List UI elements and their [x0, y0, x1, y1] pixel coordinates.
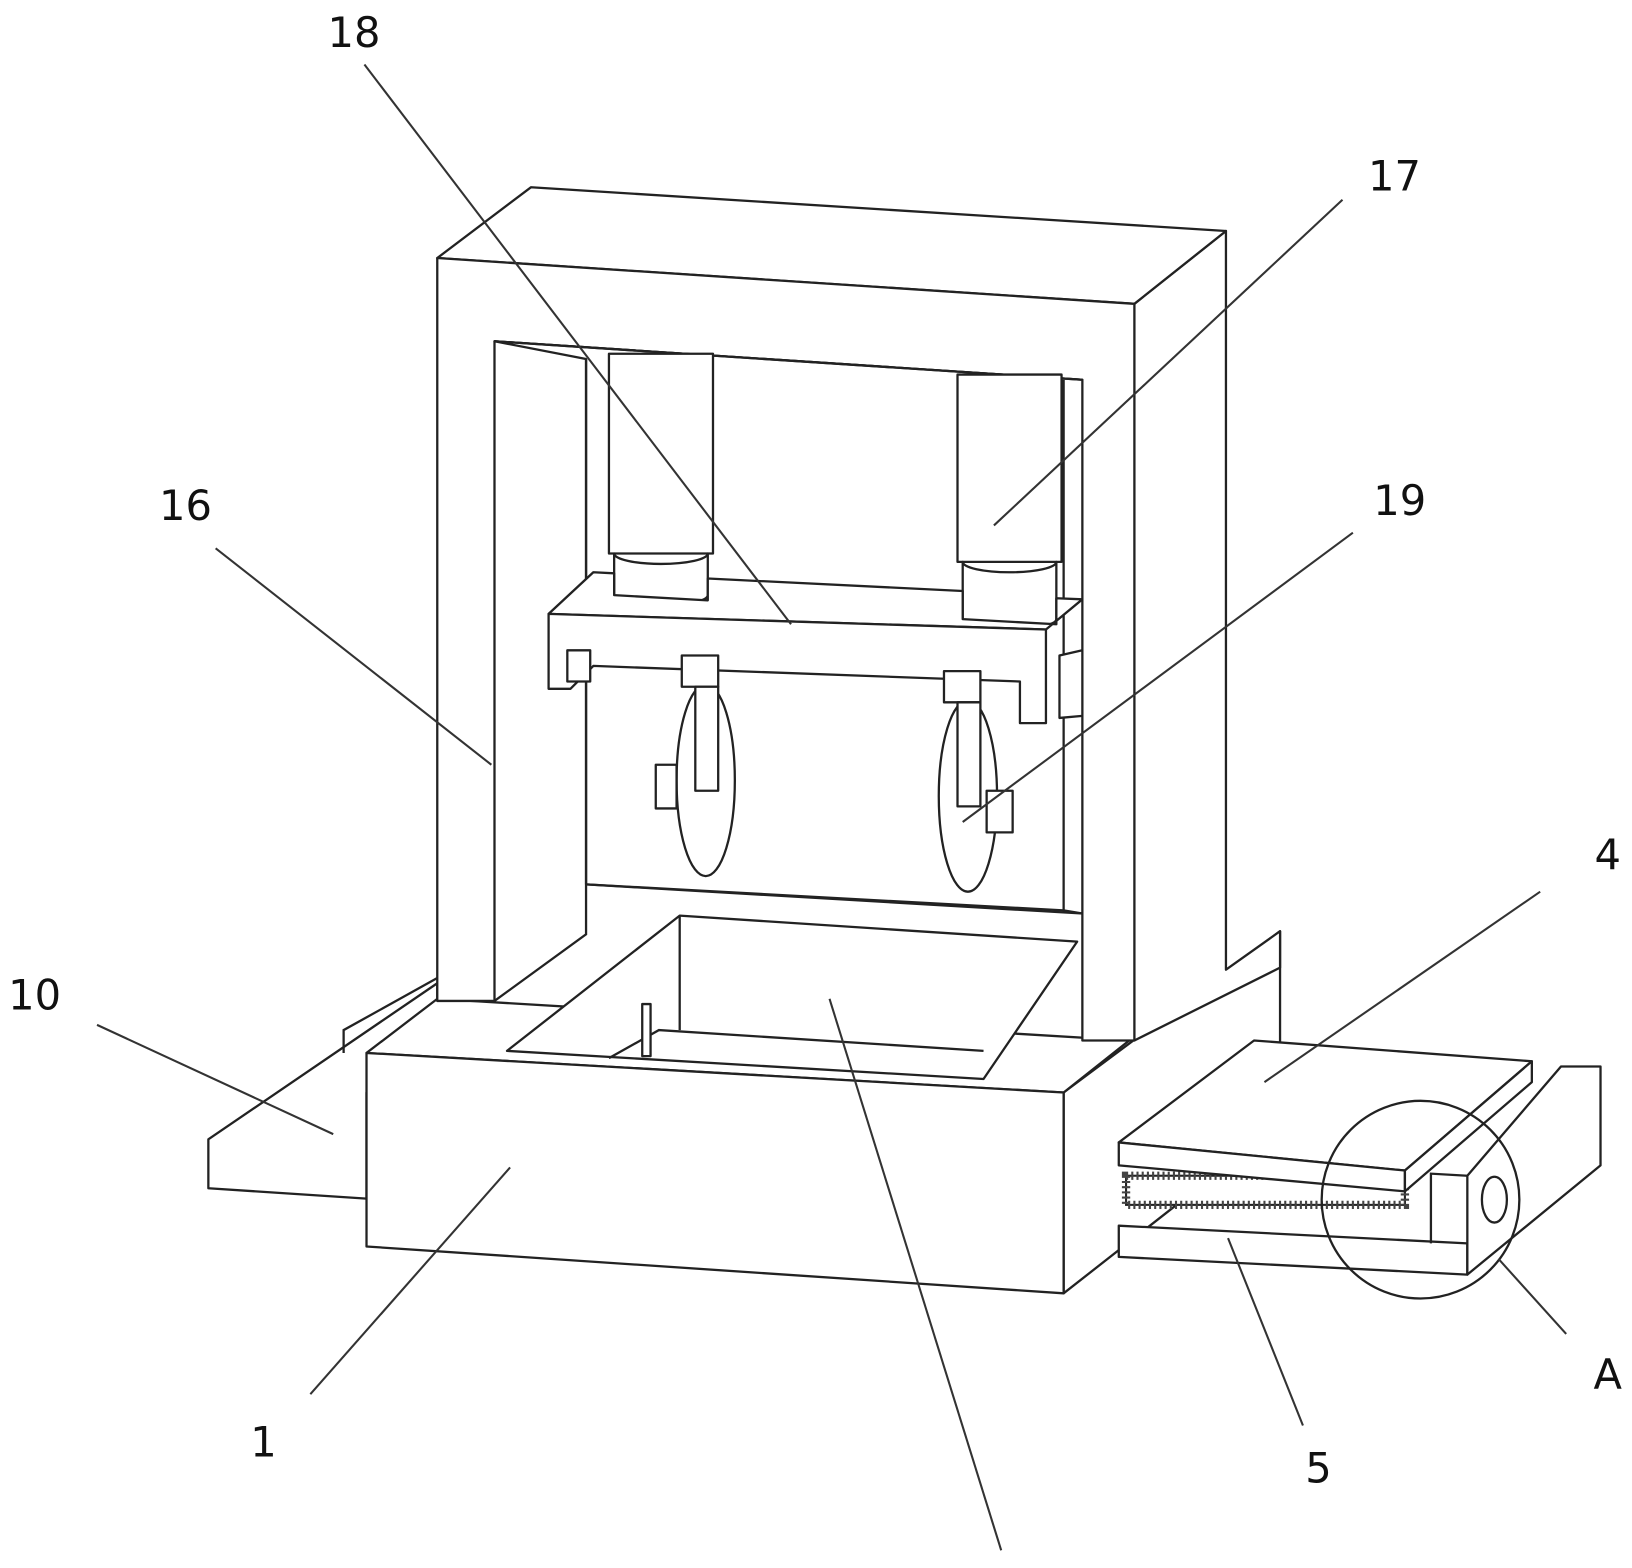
label-17: 17 [1368, 151, 1421, 200]
label-16: 16 [159, 481, 212, 530]
label-10: 10 [8, 970, 61, 1019]
label-5: 5 [1305, 1444, 1331, 1493]
tray-part-2 [507, 916, 1077, 1079]
label-4: 4 [1595, 830, 1621, 879]
label-19: 19 [1373, 476, 1426, 525]
label-1: 1 [250, 1418, 276, 1467]
label-A: A [1594, 1350, 1623, 1399]
label-18: 18 [328, 8, 381, 57]
